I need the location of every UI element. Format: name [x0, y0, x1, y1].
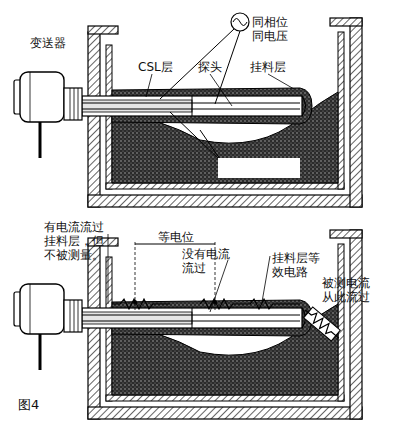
- part-label: 同相位 同电压: [252, 15, 288, 43]
- part-label: 有电流流过 挂料层，但 不被测量。: [44, 220, 104, 262]
- figure-caption: 图4: [18, 398, 39, 412]
- part-label: CSL层: [138, 60, 173, 74]
- part-label: 探头: [198, 60, 222, 74]
- part-label: 挂料层等 效电路: [272, 251, 320, 279]
- part-label: 没有电流 流过: [182, 247, 230, 275]
- top-panel: [14, 13, 362, 207]
- part-label: 等电位: [158, 230, 194, 244]
- part-label: 变送器: [30, 36, 66, 50]
- part-label: 挂料层: [250, 60, 286, 74]
- part-label: 被测电流 从此流过: [322, 276, 370, 304]
